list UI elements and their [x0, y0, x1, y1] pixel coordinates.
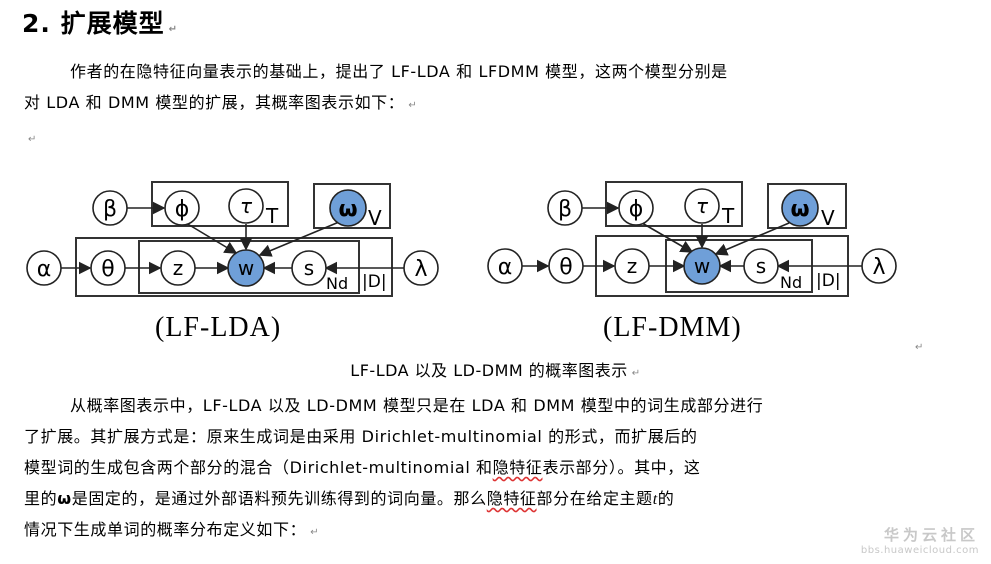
plate-label-nd: Nd — [780, 273, 802, 292]
svg-text:β: β — [103, 197, 117, 222]
node-s: s — [743, 248, 779, 284]
body-paragraph: 从概率图表示中，LF-LDA 以及 LD-DMM 模型只是在 LDA 和 DMM… — [24, 390, 924, 545]
plate-label-t: T — [721, 204, 735, 228]
svg-text:s: s — [304, 256, 314, 280]
node-alpha: α — [26, 250, 62, 286]
lf-lda-graph: β ϕ τ ω α θ z w s λ T V Nd |D| — [26, 181, 439, 297]
section-heading: 2. 扩展模型↵ — [22, 4, 178, 40]
svg-text:θ: θ — [101, 257, 114, 282]
plate-label-v: V — [368, 206, 382, 230]
svg-text:ϕ: ϕ — [175, 197, 190, 222]
svg-text:z: z — [627, 254, 638, 278]
body-line-1: 从概率图表示中，LF-LDA 以及 LD-DMM 模型只是在 LDA 和 DMM… — [70, 396, 764, 415]
paragraph-mark: ↵ — [310, 527, 320, 538]
paragraph-mark: ↵ — [408, 100, 418, 111]
node-theta: θ — [548, 248, 584, 284]
plate-vocab-v — [767, 183, 847, 229]
intro-line-2-text: 对 LDA 和 DMM 模型的扩展，其概率图表示如下： — [24, 93, 405, 112]
plate-vocab-v — [313, 183, 391, 229]
watermark-brand: 华为云社区 — [883, 526, 979, 544]
node-tau: τ — [684, 188, 720, 224]
svg-text:w: w — [694, 254, 710, 278]
plate-label-t: T — [265, 204, 279, 228]
paragraph-mark: ↵ — [915, 342, 924, 353]
node-w: w — [683, 247, 721, 285]
body-line-5: 情况下生成单词的概率分布定义如下：↵ — [24, 520, 320, 539]
svg-text:τ: τ — [696, 194, 709, 218]
diagram-lf-dmm: β ϕ τ ω α θ z w s λ T V Nd |D| — [484, 170, 914, 314]
node-s: s — [291, 250, 327, 286]
diagram-lf-lda: β ϕ τ ω α θ z w s λ T V Nd |D| — [24, 165, 454, 309]
node-alpha: α — [487, 248, 523, 284]
paragraph-mark: ↵ — [28, 134, 37, 145]
body-line-3: 模型词的生成包含两个部分的混合（Dirichlet-multinomial 和隐… — [24, 458, 701, 477]
diagram-caption-lf-lda: (LF-LDA) — [155, 312, 282, 343]
node-z: z — [614, 248, 650, 284]
node-beta: β — [92, 190, 128, 226]
node-z: z — [160, 250, 196, 286]
plate-label-nd: Nd — [326, 274, 348, 293]
node-omega: ω — [781, 189, 819, 227]
intro-paragraph: 作者的在隐特征向量表示的基础上，提出了 LF-LDA 和 LFDMM 模型，这两… — [24, 56, 924, 118]
node-beta: β — [547, 190, 583, 226]
plate-documents-d — [75, 237, 393, 297]
svg-text:λ: λ — [414, 257, 427, 282]
svg-text:θ: θ — [559, 255, 572, 280]
svg-text:s: s — [756, 254, 766, 278]
plate-topic-t — [151, 181, 289, 227]
spellcheck-underlined-term: 隐特征 — [492, 458, 543, 477]
svg-text:α: α — [37, 257, 52, 282]
node-tau: τ — [228, 188, 264, 224]
plate-label-d: |D| — [816, 271, 841, 291]
heading-text: 2. 扩展模型 — [22, 9, 165, 38]
node-lambda: λ — [403, 250, 439, 286]
svg-text:λ: λ — [872, 255, 885, 280]
diagram-caption-lf-dmm: (LF-DMM) — [603, 312, 742, 343]
plate-label-d: |D| — [362, 272, 387, 292]
watermark-url: bbs.huaweicloud.com — [860, 545, 979, 556]
svg-text:τ: τ — [240, 194, 253, 218]
intro-line-2: 对 LDA 和 DMM 模型的扩展，其概率图表示如下：↵ — [24, 87, 924, 118]
svg-text:β: β — [558, 197, 572, 222]
node-lambda: λ — [861, 248, 897, 284]
node-omega: ω — [329, 189, 367, 227]
svg-text:z: z — [173, 256, 184, 280]
node-theta: θ — [90, 250, 126, 286]
plate-topic-t — [605, 181, 743, 227]
lf-dmm-graph: β ϕ τ ω α θ z w s λ T V Nd |D| — [487, 181, 897, 297]
node-phi: ϕ — [164, 190, 200, 226]
node-phi: ϕ — [618, 190, 654, 226]
huawei-cloud-watermark: 华为云社区 bbs.huaweicloud.com — [861, 524, 979, 556]
body-line-2: 了扩展。其扩展方式是：原来生成词是由采用 Dirichlet-multinomi… — [24, 427, 698, 446]
omega-symbol: ω — [57, 489, 72, 508]
topic-variable-t: t — [652, 491, 658, 508]
body-line-4: 里的ω是固定的，是通过外部语料预先训练得到的词向量。那么隐特征部分在给定主题t的 — [24, 489, 675, 508]
spellcheck-underlined-term: 隐特征 — [486, 489, 537, 508]
svg-text:α: α — [498, 255, 513, 280]
svg-text:ω: ω — [338, 197, 357, 222]
paragraph-mark: ↵ — [168, 24, 178, 35]
intro-line-1: 作者的在隐特征向量表示的基础上，提出了 LF-LDA 和 LFDMM 模型，这两… — [70, 62, 728, 81]
plate-label-v: V — [821, 206, 835, 230]
svg-text:w: w — [238, 256, 254, 280]
figure-caption-text: LF-LDA 以及 LD-DMM 的概率图表示 — [350, 361, 628, 380]
svg-text:ω: ω — [790, 197, 809, 222]
figure-caption: LF-LDA 以及 LD-DMM 的概率图表示↵ — [0, 357, 991, 381]
paragraph-mark: ↵ — [631, 368, 641, 379]
svg-text:ϕ: ϕ — [629, 197, 644, 222]
node-w: w — [227, 249, 265, 287]
